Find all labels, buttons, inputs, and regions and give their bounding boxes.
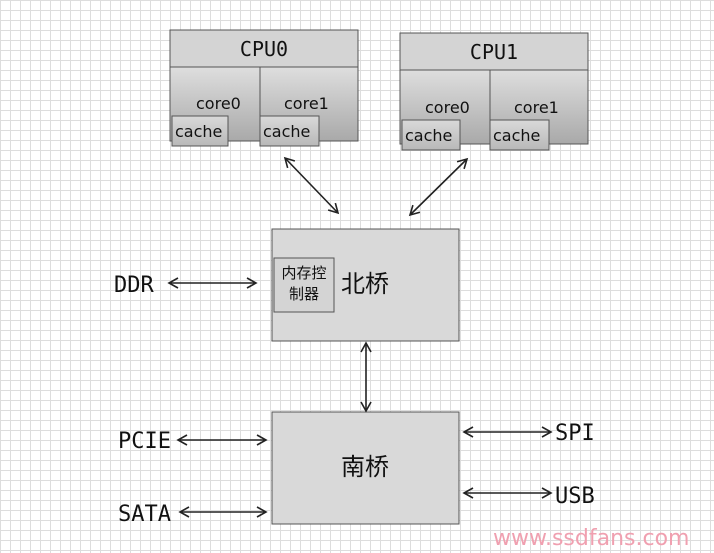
south-bridge-label: 南桥 [341,453,389,481]
cpu0-core1-cache-label: cache [263,122,310,141]
cpu0-header [169,29,359,68]
north-bridge: 内存控 制器 北桥 [271,228,460,342]
cpu0-title: CPU0 [240,37,288,61]
cpu0-core1-label: core1 [284,94,329,113]
spi-label: SPI [555,421,595,446]
cpu1-core1-label: core1 [514,98,559,117]
cpu1-title: CPU1 [470,40,518,64]
cpu0-block: CPU0 core0 core1 cache cache [169,29,359,147]
pcie-label: PCIE [118,429,171,454]
cpu0-core0-cache [171,115,229,147]
watermark-text: www.ssdfans.com [493,526,689,551]
cpu1-header [399,32,589,71]
cpu0-core0-label: core0 [196,94,241,113]
cpu1-core0-cache-label: cache [405,126,452,145]
sata-label: SATA [118,502,171,527]
cpu1-core0-label: core0 [425,98,470,117]
cpu1-core1-cache [489,119,550,151]
cpu1-block: CPU1 core0 core1 cache cache [399,32,589,151]
memory-controller-label-line2: 制器 [289,285,319,303]
memory-controller-label-line1: 内存控 [281,264,326,282]
arrow-cpu0-north [283,156,340,215]
arrow-cpu1-north [408,157,469,217]
south-bridge: 南桥 [271,411,460,525]
cpu0-core0-cache-label: cache [175,122,222,141]
ddr-label: DDR [114,273,154,298]
cpu1-core0-cache [401,119,461,151]
usb-label: USB [555,484,595,509]
memory-controller-box [273,257,335,313]
north-bridge-label: 北桥 [341,270,389,298]
south-bridge-box [271,411,460,525]
cpu0-core1-cache [259,115,320,147]
cpu1-core1-cache-label: cache [493,126,540,145]
